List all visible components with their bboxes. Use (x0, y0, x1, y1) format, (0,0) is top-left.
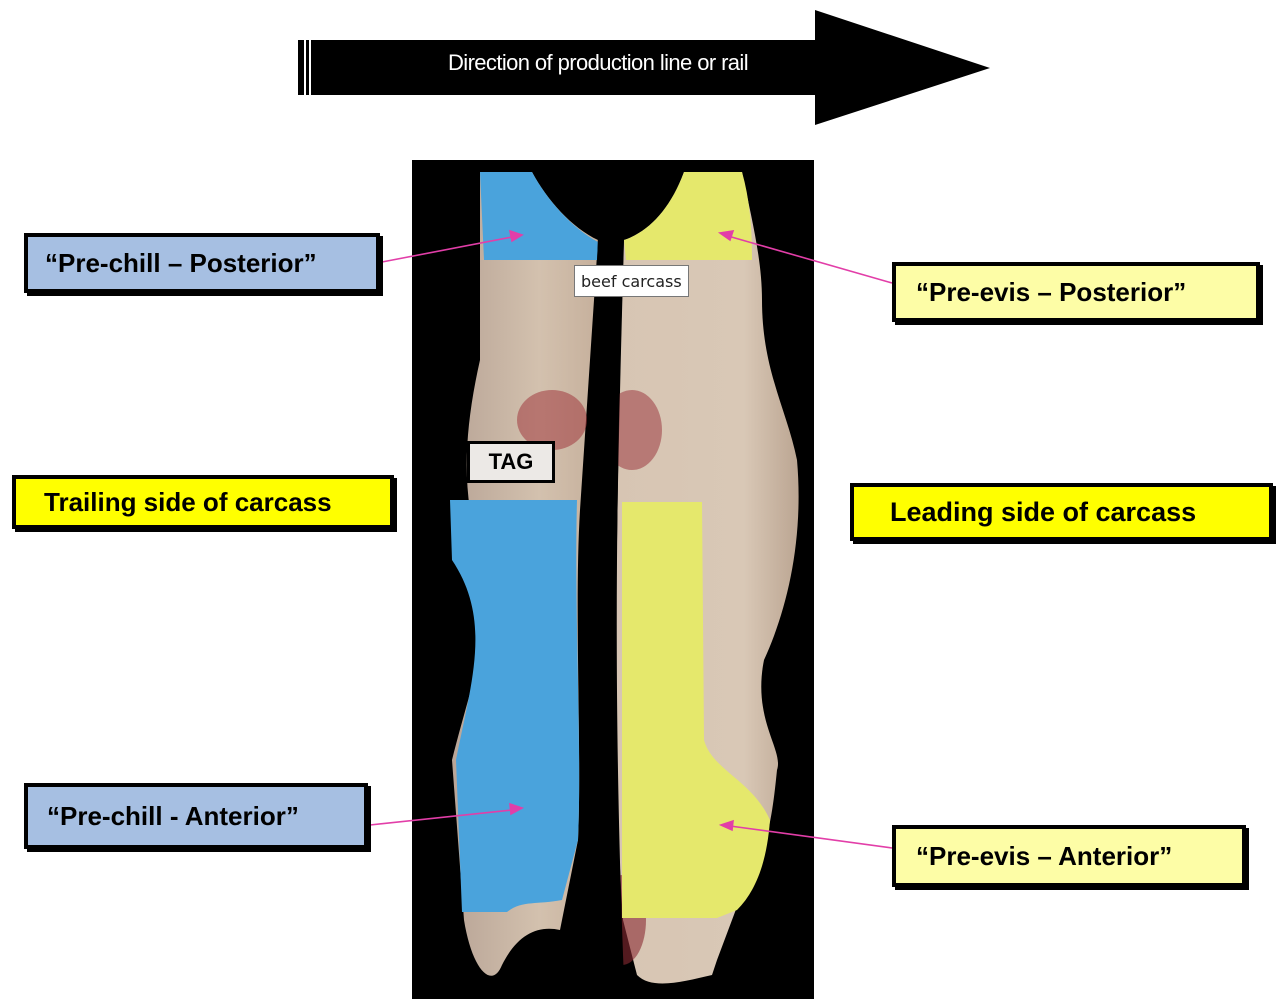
leader-prechill-posterior (382, 237, 512, 262)
label-prechill-anterior-text: “Pre-chill - Anterior” (47, 801, 299, 832)
label-leading-side: Leading side of carcass (850, 483, 1273, 541)
label-preevis-anterior: “Pre-evis – Anterior” (892, 825, 1246, 887)
image-tooltip: beef carcass (574, 265, 689, 297)
label-trailing-side-text: Trailing side of carcass (44, 487, 332, 518)
tag-label-text: TAG (489, 449, 534, 475)
image-tooltip-text: beef carcass (581, 272, 682, 291)
label-leading-side-text: Leading side of carcass (890, 497, 1196, 528)
label-prechill-posterior-text: “Pre-chill – Posterior” (45, 248, 317, 279)
label-prechill-anterior: “Pre-chill - Anterior” (24, 783, 368, 849)
tag-label: TAG (467, 441, 555, 483)
leader-prechill-anterior (370, 810, 512, 825)
label-preevis-anterior-text: “Pre-evis – Anterior” (916, 841, 1172, 872)
arrowhead-preevis-posterior (720, 231, 733, 240)
label-prechill-posterior: “Pre-chill – Posterior” (24, 233, 380, 293)
label-preevis-posterior-text: “Pre-evis – Posterior” (916, 277, 1186, 308)
arrowhead-prechill-anterior (510, 804, 522, 814)
leader-preevis-anterior (730, 826, 892, 848)
label-preevis-posterior: “Pre-evis – Posterior” (892, 262, 1260, 322)
arrowhead-prechill-posterior (510, 231, 522, 241)
leader-preevis-posterior (728, 236, 892, 283)
label-trailing-side: Trailing side of carcass (12, 475, 394, 529)
arrowhead-preevis-anterior (721, 821, 733, 830)
